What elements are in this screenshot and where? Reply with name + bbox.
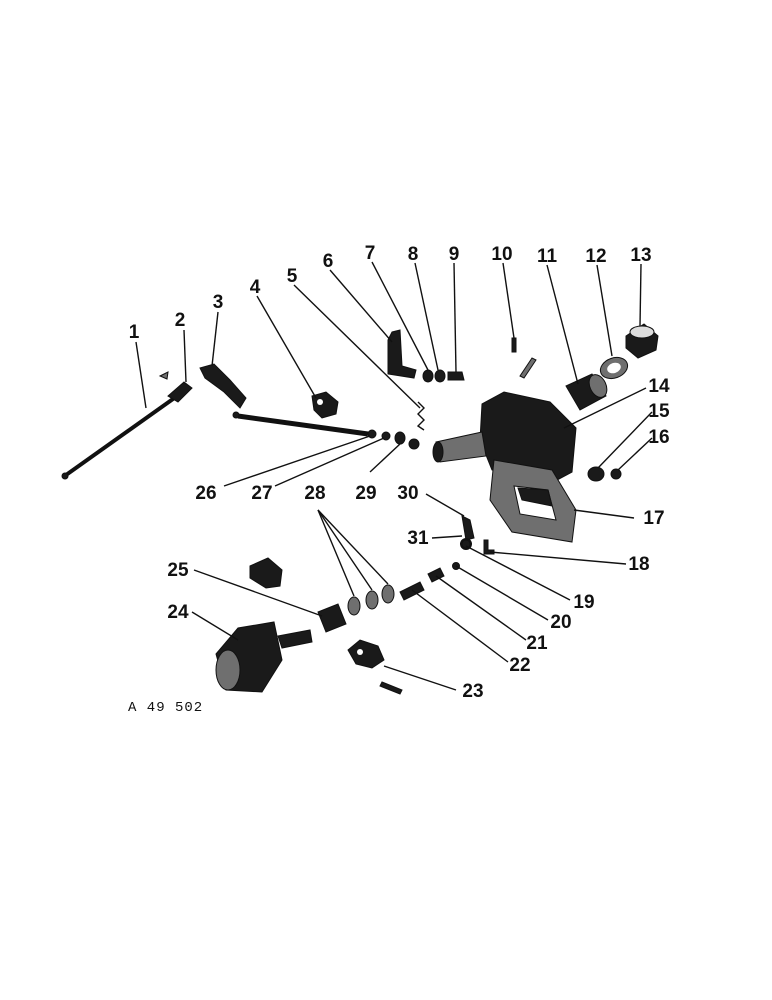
callout-30: 30: [397, 483, 418, 504]
part-28-shims: [347, 584, 395, 616]
part-21-sleeve: [427, 567, 445, 583]
callout-18: 18: [628, 554, 649, 575]
part-24-gear-shaft: [215, 621, 313, 693]
callout-12: 12: [585, 246, 606, 267]
callout-23: 23: [462, 681, 483, 702]
callout-21: 21: [526, 633, 548, 654]
part-4-bracket: [311, 391, 339, 419]
part-5-spring: [416, 401, 425, 431]
callout-6: 6: [323, 251, 334, 272]
part-29-nut: [394, 431, 420, 450]
callout-11: 11: [537, 246, 558, 267]
part-1-rod: [61, 392, 182, 480]
part-17-gasket: [489, 459, 577, 543]
callout-19: 19: [573, 592, 594, 613]
part-30-detent: [461, 515, 475, 541]
part-31-spring: [460, 538, 472, 550]
callout-24: 24: [167, 602, 189, 623]
part-18-key: [483, 539, 495, 555]
callout-25: 25: [167, 560, 189, 581]
callout-4: 4: [250, 277, 261, 298]
part-12-seal: [599, 356, 629, 380]
part-3-lever: [199, 363, 369, 437]
callout-28: 28: [304, 483, 325, 504]
callout-22: 22: [509, 655, 530, 676]
callout-9: 9: [449, 244, 460, 265]
callout-26: 26: [195, 483, 216, 504]
callout-8: 8: [408, 244, 419, 265]
callout-17: 17: [643, 508, 664, 529]
part-6-crank: [387, 329, 417, 379]
callout-15: 15: [648, 401, 670, 422]
part-22-plunger: [399, 581, 425, 601]
callout-2: 2: [175, 310, 186, 331]
part-2-clevis: [158, 371, 193, 403]
part-25-bushing: [249, 557, 347, 633]
part-7-washer: [422, 369, 434, 383]
part-15-fitting: [587, 466, 605, 482]
part-11-bushing: [565, 373, 608, 411]
part-8-nut: [434, 369, 446, 383]
part-23-bracket: [347, 639, 403, 695]
callout-1: 1: [129, 322, 140, 343]
part-10-bolt: [511, 337, 537, 379]
part-9-screw: [447, 371, 465, 381]
part-drawings: [61, 323, 659, 695]
part-13-cap: [625, 323, 659, 359]
callout-29: 29: [355, 483, 376, 504]
callout-5: 5: [287, 266, 298, 287]
callout-20: 20: [550, 612, 571, 633]
callout-14: 14: [648, 376, 670, 397]
callout-16: 16: [648, 427, 669, 448]
figure-reference-code: A 49 502: [128, 700, 204, 716]
leader-lines: [135, 261, 653, 691]
callout-31: 31: [407, 528, 429, 549]
callout-13: 13: [630, 245, 651, 266]
callout-7: 7: [365, 243, 376, 264]
part-16-plug: [610, 468, 622, 480]
callout-labels: 1 2 3 4 5 6 7 8 9 10 11 12 13 14 15 16 1…: [129, 243, 670, 702]
callout-27: 27: [251, 483, 272, 504]
callout-10: 10: [491, 244, 512, 265]
callout-3: 3: [213, 292, 224, 313]
